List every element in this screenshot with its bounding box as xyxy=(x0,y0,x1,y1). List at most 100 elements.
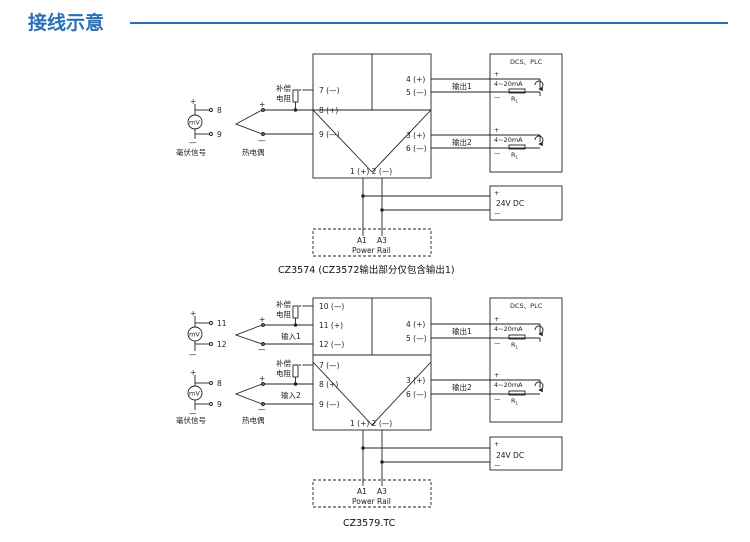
in-terminal-9: 9 (—) xyxy=(319,130,340,139)
module-box-2 xyxy=(312,297,432,431)
comp-label-2b2: 电阻 xyxy=(276,368,291,378)
comp-resistor-2a xyxy=(292,305,313,327)
comp-label-2a1: 补偿 xyxy=(276,299,291,309)
power-plus-1: + xyxy=(494,189,499,197)
mv-symbol-1: mV xyxy=(189,119,200,127)
source-terminal-12: 12 xyxy=(217,340,227,349)
mv-symbol-2a: mV xyxy=(189,331,200,339)
dcs-load-2b: RL xyxy=(511,397,519,407)
caption-2: CZ3579.TC xyxy=(343,518,396,529)
power-minus-2: — xyxy=(494,461,501,469)
mv-minus-2a: — xyxy=(189,350,197,359)
dcs-range-1a: 4~20mA xyxy=(494,80,523,88)
power-label-1: 24V DC xyxy=(496,199,524,208)
output-wiring-2 xyxy=(431,323,490,395)
tc-plus-2b: + xyxy=(259,374,265,383)
mv-minus-2b: — xyxy=(189,409,197,418)
diagram-2 xyxy=(187,297,563,508)
dcs-box-2 xyxy=(489,297,563,423)
rail-a3-2: A3 xyxy=(377,487,387,496)
rail-a1-1: A1 xyxy=(357,236,367,245)
power-terminals-1: 1 (+) 2 (—) xyxy=(350,167,392,176)
dcs-range-1b: 4~20mA xyxy=(494,136,523,144)
tc-minus-2a: — xyxy=(258,345,266,354)
dcs-minus-2b: — xyxy=(494,395,501,403)
out-terminal-5b: 5 (—) xyxy=(406,334,427,343)
out2-label-2: 输出2 xyxy=(452,382,472,392)
tc-minus-1: — xyxy=(258,136,266,145)
dcs-load-1b: RL xyxy=(511,151,519,161)
source-terminal-11: 11 xyxy=(217,319,227,328)
out1-label-2: 输出1 xyxy=(452,326,472,336)
thermocouple-2a xyxy=(234,323,313,346)
dcs-box-1 xyxy=(489,53,563,173)
power-plus-2: + xyxy=(494,440,499,448)
in-terminal-11: 11 (+) xyxy=(319,321,343,330)
title-rule xyxy=(130,22,728,24)
in-terminal-8: 8 (+) xyxy=(319,106,338,115)
power-rail-2 xyxy=(312,479,432,508)
mv-source-2a xyxy=(187,316,213,351)
thermocouple-2b xyxy=(234,382,313,406)
section-header: 接线示意 xyxy=(28,8,728,38)
out2-label-1: 输出2 xyxy=(452,137,472,147)
in-terminal-12: 12 (—) xyxy=(319,340,344,349)
source-terminal-8: 8 xyxy=(217,106,222,115)
comp-label-1b: 电阻 xyxy=(276,93,291,103)
out-terminal-6: 6 (—) xyxy=(406,144,427,153)
in-terminal-7: 7 (—) xyxy=(319,86,340,95)
power-minus-1: — xyxy=(494,209,501,217)
dcs-minus-2a: — xyxy=(494,339,501,347)
dcs-plus-2a: + xyxy=(494,315,499,323)
dcs-range-2b: 4~20mA xyxy=(494,381,523,389)
in-terminal-9c: 9 (—) xyxy=(319,400,340,409)
mv-source-1 xyxy=(187,104,213,139)
out-terminal-3: 3 (+) xyxy=(406,131,425,140)
mv-symbol-2b: mV xyxy=(189,390,200,398)
mv-plus-1: + xyxy=(190,97,196,106)
page-title: 接线示意 xyxy=(28,12,105,34)
dcs-plus-2b: + xyxy=(494,371,499,379)
tc-label-2: 热电偶 xyxy=(242,415,265,425)
dcs-minus-1a: — xyxy=(494,93,501,101)
mv-source-2b xyxy=(187,375,213,410)
rail-a3-1: A3 xyxy=(377,236,387,245)
dcs-range-2a: 4~20mA xyxy=(494,325,523,333)
thermocouple-1 xyxy=(234,108,313,136)
dcs-title-2: DCS、PLC xyxy=(510,302,543,310)
in-terminal-7b: 7 (—) xyxy=(319,361,340,370)
channel-label-2b: 输入2 xyxy=(281,390,301,400)
in-terminal-8c: 8 (+) xyxy=(319,380,338,389)
tc-plus-2a: + xyxy=(259,315,265,324)
output-wiring-1 xyxy=(431,78,490,149)
dcs-title-1: DCS、PLC xyxy=(510,58,543,66)
power-wiring-2 xyxy=(361,430,563,486)
out-terminal-5: 5 (—) xyxy=(406,88,427,97)
mv-source-label-1: 毫伏信号 xyxy=(176,147,206,157)
mv-minus-1: — xyxy=(189,138,197,147)
caption-1: CZ3574 (CZ3572输出部分仅包含输出1) xyxy=(278,264,455,276)
dcs-load-1a: RL xyxy=(511,95,519,105)
comp-label-1a: 补偿 xyxy=(276,83,291,93)
mv-plus-2a: + xyxy=(190,309,196,318)
comp-resistor-1 xyxy=(292,89,313,112)
mv-source-label-2: 毫伏信号 xyxy=(176,415,206,425)
source-terminal-9: 9 xyxy=(217,130,222,139)
out1-label-1: 输出1 xyxy=(452,81,472,91)
channel-label-2a: 输入1 xyxy=(281,331,301,341)
in-terminal-10: 10 (—) xyxy=(319,302,344,311)
tc-minus-2b: — xyxy=(258,405,266,414)
source-terminal-9b: 9 xyxy=(217,400,222,409)
dcs-load-2a: RL xyxy=(511,341,519,351)
rail-a1-2: A1 xyxy=(357,487,367,496)
power-rail-1 xyxy=(312,228,432,257)
power-wiring-1 xyxy=(361,178,563,236)
dcs-minus-1b: — xyxy=(494,149,501,157)
tc-label-1: 热电偶 xyxy=(242,147,265,157)
out-terminal-4: 4 (+) xyxy=(406,75,425,84)
power-terminals-2: 1 (+) 2 (—) xyxy=(350,419,392,428)
module-box-1 xyxy=(312,53,432,179)
source-terminal-8b: 8 xyxy=(217,379,222,388)
diagram-1 xyxy=(187,53,563,257)
